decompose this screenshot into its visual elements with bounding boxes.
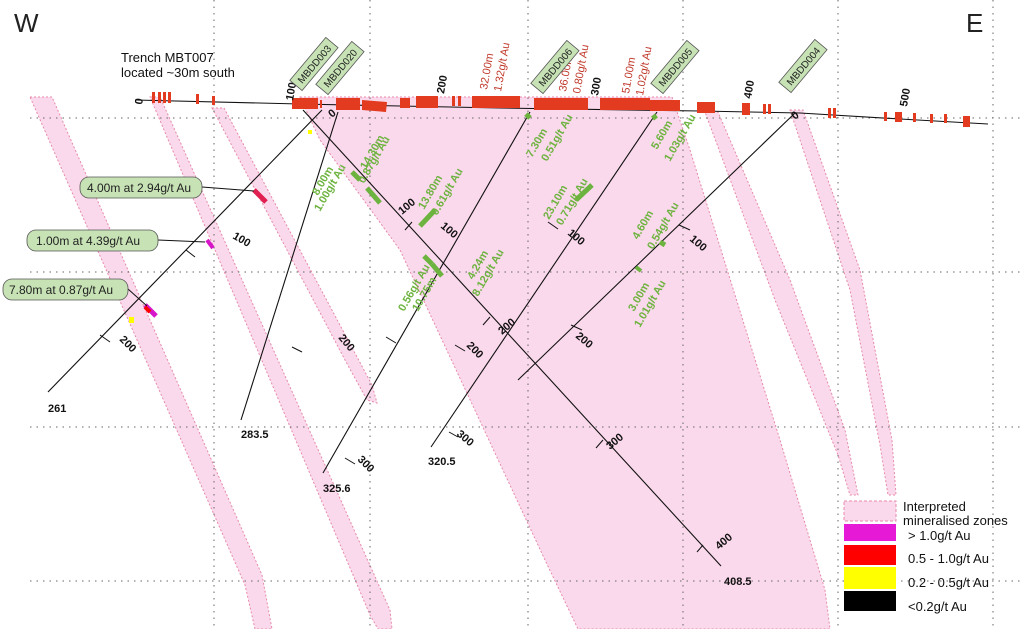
- trench-surface: 0 100 200 300 400 500: [133, 74, 989, 127]
- drillhole-trace-mbdd020: [240, 111, 339, 421]
- chainage-label: 500: [898, 87, 913, 107]
- eoh-label-mbdd006: 325.6: [323, 483, 351, 495]
- drillhole-trace: [517, 112, 796, 381]
- trench-intercept-grade: 1.02g/t Au: [634, 46, 654, 97]
- legend-label-zones: Interpreted: [903, 499, 966, 514]
- callout-box: 4.00m at 2.94g/t Au: [79, 176, 255, 199]
- drillhole-trace-mbdd006: [322, 111, 531, 474]
- east-label: E: [966, 8, 983, 38]
- depth-label: 100: [231, 230, 253, 250]
- trench-location: located ~30m south: [121, 65, 235, 80]
- eoh-label-mbdd005: 320.5: [428, 456, 456, 468]
- legend-swatch: [844, 567, 896, 589]
- drillhole-trace-mbdd003: [47, 109, 323, 393]
- legend-label: > 1.0g/t Au: [908, 528, 971, 543]
- callouts: 4.00m at 2.94g/t Au 1.00m at 4.39g/t Au …: [2, 176, 255, 307]
- mineralised-zone-main: [299, 96, 831, 629]
- legend-label: 0.2 - 0.5g/t Au: [908, 575, 989, 590]
- legend-swatch: [844, 591, 896, 611]
- trench-intercept-grade: 1.32g/t Au: [492, 42, 512, 93]
- end-of-hole-labels: 261 283.5 325.6 320.5 408.5: [48, 403, 752, 588]
- legend-swatch: [844, 545, 896, 565]
- intercept-marks: [129, 112, 667, 323]
- legend: Interpreted mineralised zones > 1.0g/t A…: [843, 499, 1008, 614]
- west-label: W: [14, 8, 39, 38]
- depth-label: 300: [454, 428, 476, 449]
- legend-swatch: [844, 524, 896, 541]
- chainage-label: 400: [742, 79, 757, 99]
- svg-text:1.00m at 4.39g/t Au: 1.00m at 4.39g/t Au: [36, 234, 140, 248]
- chainage-label: 300: [589, 76, 604, 96]
- callout-box: 7.80m at 0.87g/t Au: [2, 278, 148, 307]
- depth-label: 200: [117, 334, 138, 355]
- svg-text:7.80m at 0.87g/t Au: 7.80m at 0.87g/t Au: [9, 283, 113, 297]
- legend-label-zones: mineralised zones: [903, 513, 1008, 528]
- svg-text:4.00m at 2.94g/t Au: 4.00m at 2.94g/t Au: [87, 181, 191, 195]
- drillhole-trace-mbdd004: [302, 109, 722, 567]
- legend-label: <0.2g/t Au: [908, 599, 967, 614]
- trench-name: Trench MBT007: [121, 50, 214, 65]
- mineralised-zone: [211, 107, 378, 404]
- chainage-label: 100: [284, 81, 299, 101]
- eoh-label-mbdd003: 261: [48, 403, 66, 415]
- drillholes: [47, 109, 796, 567]
- hole-tag-mbdd004: MBDD004: [778, 38, 828, 94]
- chainage-label: 200: [435, 74, 450, 94]
- mineralised-zone: [704, 111, 859, 496]
- legend-label: 0.5 - 1.0g/t Au: [908, 551, 989, 566]
- hole-tag-mbdd005: MBDD005: [650, 39, 700, 95]
- surface-chainage: 0 100 200 300 400 500: [133, 74, 913, 107]
- depth-label: 300: [355, 454, 376, 475]
- legend-swatch-zones: [843, 500, 897, 522]
- eoh-label-mbdd020: 283.5: [241, 429, 269, 441]
- callout-box: 1.00m at 4.39g/t Au: [26, 229, 206, 252]
- trench-samples: [152, 92, 970, 127]
- chainage-label: 0: [133, 97, 146, 105]
- eoh-label-mbdd004: 408.5: [724, 576, 752, 588]
- mineralised-zone: [789, 109, 897, 496]
- drillhole-trace-mbdd005: [430, 111, 658, 448]
